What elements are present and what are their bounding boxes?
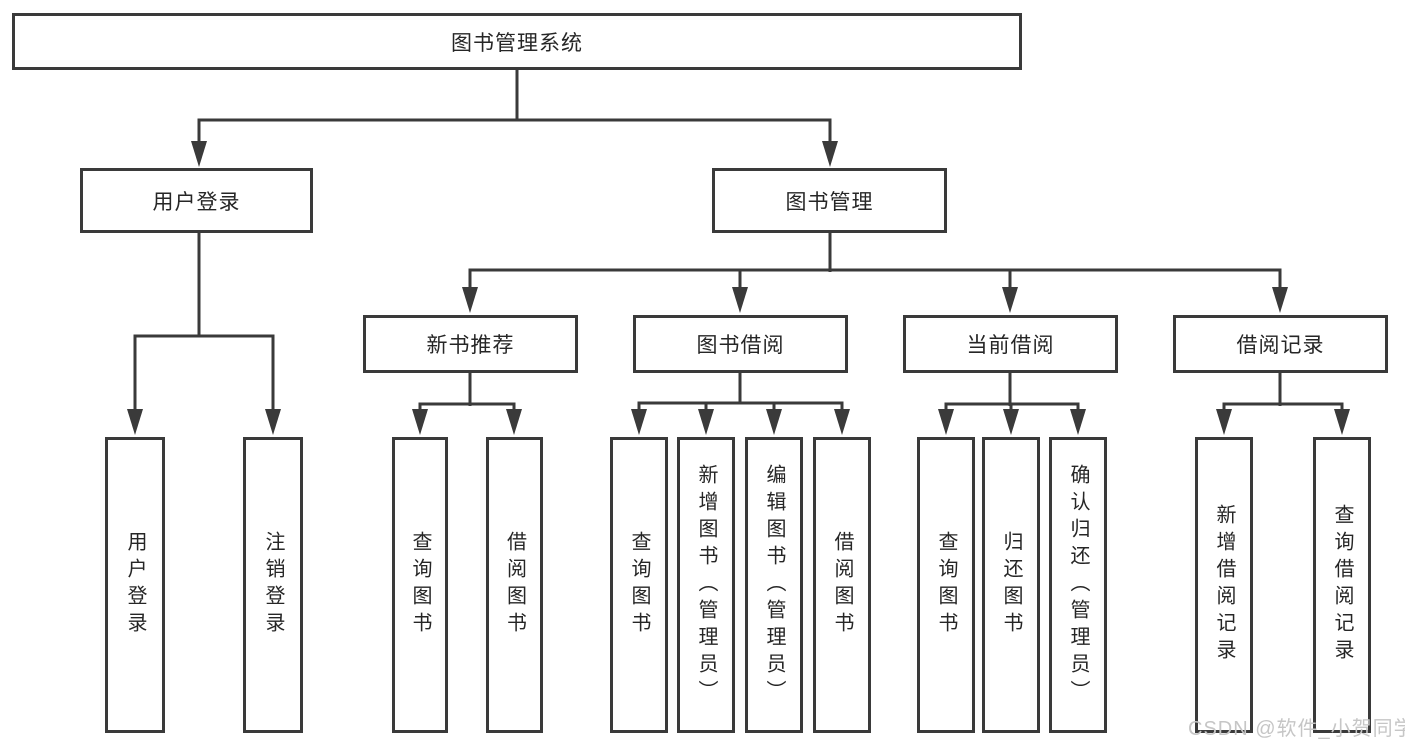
node-user-login: 用户登录 xyxy=(80,168,313,233)
leaf-borrow-books: 借阅图书 xyxy=(813,437,871,733)
node-book-management: 图书管理 xyxy=(712,168,947,233)
leaf-query-books-recommend: 查询图书 xyxy=(392,437,448,733)
leaf-logout: 注销登录 xyxy=(243,437,303,733)
leaf-return-book: 归还图书 xyxy=(982,437,1040,733)
leaf-confirm-return-admin: 确认归还（管理员） xyxy=(1049,437,1107,733)
arrowheads xyxy=(127,141,1350,435)
leaf-user-login: 用户登录 xyxy=(105,437,165,733)
leaf-add-borrow-record: 新增借阅记录 xyxy=(1195,437,1253,733)
leaf-query-books-current: 查询图书 xyxy=(917,437,975,733)
csdn-watermark: CSDN @软件_小贺同学 xyxy=(1188,718,1405,740)
leaf-edit-book-admin: 编辑图书（管理员） xyxy=(745,437,803,733)
leaf-query-borrow-record: 查询借阅记录 xyxy=(1313,437,1371,733)
node-new-book-recommend: 新书推荐 xyxy=(363,315,578,373)
node-root: 图书管理系统 xyxy=(12,13,1022,70)
node-borrow-records: 借阅记录 xyxy=(1173,315,1388,373)
node-book-borrow: 图书借阅 xyxy=(633,315,848,373)
leaf-add-book-admin: 新增图书（管理员） xyxy=(677,437,735,733)
leaf-borrow-books-recommend: 借阅图书 xyxy=(486,437,543,733)
node-current-borrow: 当前借阅 xyxy=(903,315,1118,373)
leaf-query-books-borrow: 查询图书 xyxy=(610,437,668,733)
